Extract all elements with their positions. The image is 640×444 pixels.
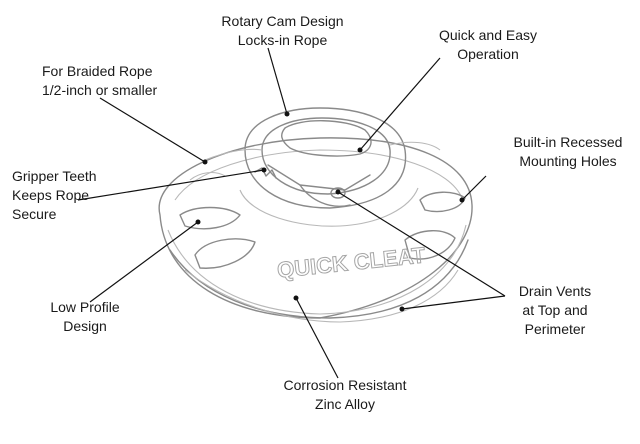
rotary-cam-sketch — [204, 107, 441, 227]
leader-drain-vent-perimeter — [401, 295, 506, 310]
leader-drain-vent-top — [337, 191, 506, 297]
leader-low-profile — [89, 221, 199, 303]
callout-recessed-holes: Built-in Recessed Mounting Holes — [513, 134, 623, 169]
callout-low-profile: Low Profile Design — [50, 299, 120, 334]
leader-corrosion — [295, 297, 339, 379]
callout-gripper-teeth: Gripper Teeth Keeps Rope Secure — [12, 168, 97, 222]
leader-lines — [77, 47, 506, 379]
embossed-product-text: QUICK CLEAT — [276, 242, 427, 282]
leader-rotary-cam — [267, 47, 288, 115]
callout-drain-vents: Drain Vents at Top and Perimeter — [518, 283, 592, 337]
callout-rotary-cam: Rotary Cam Design Locks-in Rope — [221, 13, 344, 48]
callout-braided-rope: For Braided Rope 1/2-inch or smaller — [42, 63, 158, 98]
leader-braided-rope — [99, 97, 206, 163]
cleat-body — [158, 137, 473, 323]
leader-recessed-holes — [461, 175, 487, 201]
callout-corrosion: Corrosion Resistant Zinc Alloy — [283, 377, 407, 412]
leader-gripper-teeth — [77, 169, 265, 201]
callout-quick-easy: Quick and Easy Operation — [438, 27, 538, 62]
leader-dots — [195, 111, 465, 312]
leader-quick-easy — [359, 57, 441, 151]
